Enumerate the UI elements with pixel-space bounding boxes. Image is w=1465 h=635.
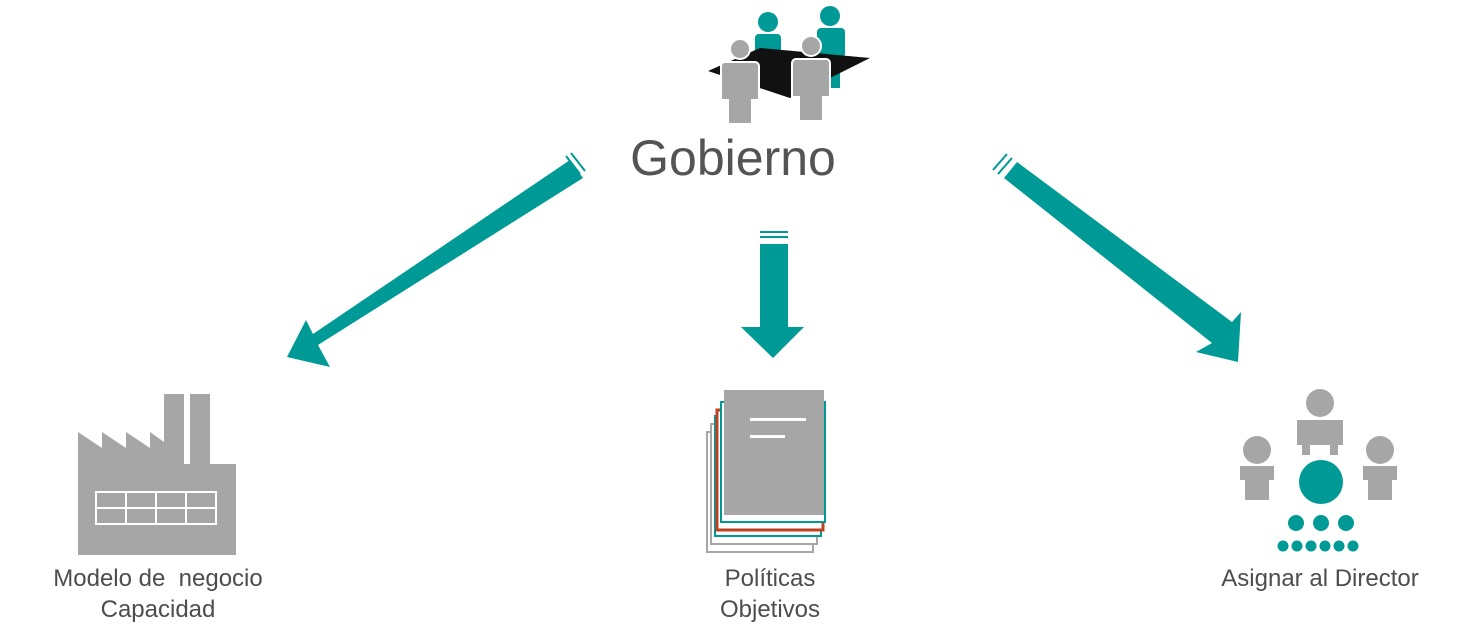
organization-icon <box>1240 389 1397 552</box>
director-label: Asignar al Director <box>1180 563 1460 594</box>
arrow-to-policies <box>741 231 804 358</box>
diagram-title: Gobierno <box>630 130 836 186</box>
documents-icon <box>706 390 826 553</box>
director-label-line1: Asignar al Director <box>1221 565 1419 592</box>
business-model-label-line1: Modelo de negocio <box>53 565 263 592</box>
policies-label: Políticas Objetivos <box>664 563 876 625</box>
board-meeting-icon <box>708 6 870 125</box>
arrow-to-business-model <box>287 152 586 367</box>
arrow-to-director <box>992 153 1241 362</box>
business-model-label-line2: Capacidad <box>100 596 216 623</box>
business-model-label: Modelo de negocio Capacidad <box>8 563 308 625</box>
factory-icon <box>78 394 236 555</box>
arrows <box>287 152 1241 367</box>
policies-label-line1: Políticas <box>724 565 816 592</box>
policies-label-line2: Objetivos <box>719 596 821 623</box>
